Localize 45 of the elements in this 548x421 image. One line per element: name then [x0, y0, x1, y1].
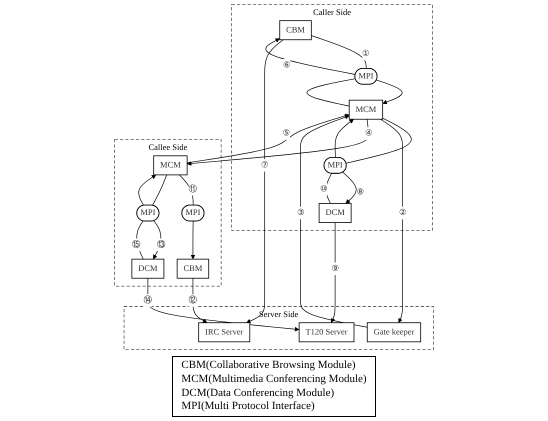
- arrow: [300, 115, 368, 328]
- edge-label: ⑬: [156, 240, 166, 250]
- node-box: MCM: [348, 100, 384, 120]
- node-box: DCM: [131, 258, 164, 279]
- arrow: [376, 80, 403, 104]
- connector: [346, 118, 412, 164]
- connector: [310, 35, 367, 69]
- note-text: DCM(Data Conferencing Module): [181, 386, 336, 400]
- node-box: CBM: [279, 20, 312, 40]
- node-box: IRC Server: [198, 322, 250, 342]
- arrow: [246, 39, 284, 324]
- arrow: [186, 114, 350, 164]
- edge-label: ⑭: [144, 296, 152, 305]
- arrow: [186, 118, 369, 166]
- arrow: [330, 222, 336, 323]
- edge-label: ⑪: [188, 184, 198, 194]
- arrow: [380, 118, 403, 323]
- note-text: CBM(Collaborative Browsing Module): [181, 359, 357, 373]
- edge-label: ⑮: [132, 240, 141, 250]
- arrow: [190, 220, 196, 260]
- connector: [136, 220, 144, 260]
- node-box: T120 Server: [298, 322, 354, 342]
- edge-label: ⑦: [260, 160, 268, 170]
- connector: [306, 78, 356, 106]
- edge-label: ⑥: [282, 60, 290, 70]
- edge-label: ⑫: [188, 296, 198, 305]
- edge-label: ①: [362, 49, 370, 58]
- edge-label: ⑩: [320, 184, 328, 194]
- connector: [152, 174, 168, 206]
- arrow: [266, 38, 356, 75]
- edge-label: ④: [365, 128, 373, 138]
- edge-label: ③: [296, 208, 304, 218]
- node-box: Gate keeper: [366, 322, 422, 342]
- edge-label: ⑨: [331, 264, 339, 273]
- edge-label: ⑤: [282, 128, 290, 138]
- arrow: [138, 174, 156, 206]
- node-box: DCM: [318, 203, 352, 223]
- note-text: MCM(Multimedia Conferencing Module): [181, 372, 367, 386]
- edge-label: ②: [398, 208, 406, 218]
- node-box: CBM: [176, 258, 210, 279]
- edge-label: ⑧: [356, 187, 364, 196]
- node-box: MCM: [153, 155, 188, 176]
- note-text: MPI(Multi Protocol Interface): [181, 400, 316, 414]
- arrow: [334, 119, 354, 158]
- arrow: [342, 172, 357, 204]
